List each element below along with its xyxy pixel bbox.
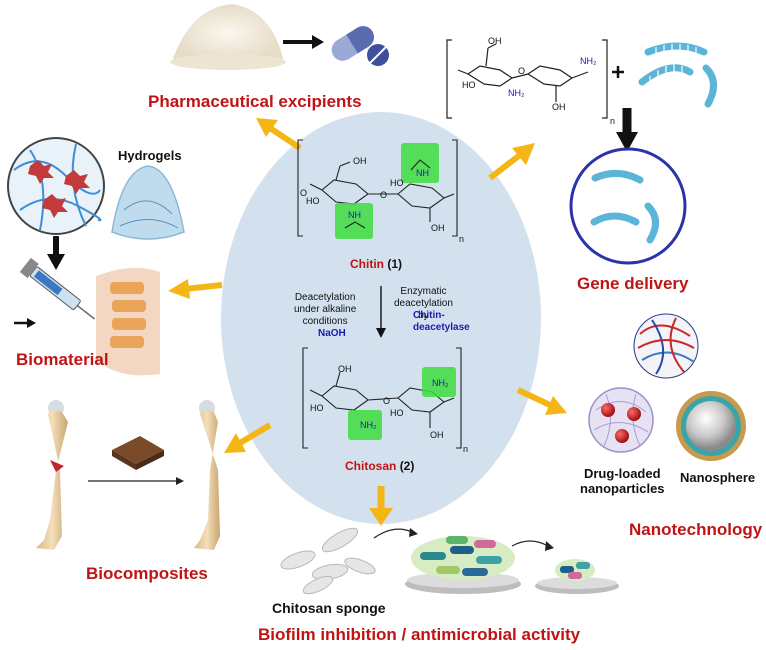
chitosan-nh2-1: NH₂: [360, 420, 377, 430]
chitosan-ho: HO: [310, 403, 324, 413]
chitin-name: Chitin: [350, 257, 384, 271]
label-chitosan-sponge: Chitosan sponge: [272, 600, 386, 616]
black-arrow-powder: [283, 35, 324, 49]
label-biocomposites: Biocomposites: [86, 564, 208, 583]
chitosan-sponge: [280, 527, 376, 595]
chitin-ho: HO: [306, 196, 320, 206]
hydrogel-blob: [111, 165, 185, 240]
right-enzyme: Chitin- deacetylase: [413, 310, 470, 333]
curved-arrow-2: [511, 540, 554, 551]
spine-illustration: [96, 267, 160, 376]
label-chitosan: Chitosan (2): [345, 459, 414, 473]
powder-pile: [170, 4, 286, 70]
label-nanosphere: Nanosphere: [680, 470, 756, 485]
chitin-oh-top: OH: [353, 156, 367, 166]
chitin-ho-right: HO: [390, 178, 404, 188]
curved-arrow-1: [373, 528, 418, 539]
gene-complex: [569, 147, 687, 265]
tablet-icon: [367, 44, 389, 66]
yellow-arrows: [168, 118, 567, 526]
chitosan-oh-bottom: OH: [430, 430, 444, 440]
label-nanotechnology: Nanotechnology: [629, 520, 763, 539]
capsule-icon: [331, 26, 375, 61]
arrow-to-biomaterial: [168, 279, 223, 299]
arrow-to-gene: [488, 143, 535, 181]
scaffold-mesh: [112, 436, 164, 470]
chitosan-nh2-highlight-1: [348, 410, 382, 440]
gene-n: n: [610, 116, 616, 126]
right-route-text: Enzymatic deacetylation by: [394, 286, 453, 321]
nanosphere-particle: [676, 391, 746, 461]
chitin-nhac-highlight-2: [401, 143, 439, 183]
label-biomaterial: Biomaterial: [16, 350, 109, 369]
gene-nh2-2: NH₂: [580, 56, 597, 66]
label-hydrogels: Hydrogels: [118, 148, 182, 163]
chitin-nh-2: NH: [416, 168, 429, 178]
chitin-nhac-highlight-1: [335, 203, 373, 239]
chitosan-structure: [302, 347, 462, 449]
nanoparticle-network: [633, 313, 699, 379]
syringe-icon: [19, 257, 96, 320]
gene-ho: HO: [462, 80, 476, 90]
chitosan-nh2-highlight-2: [422, 367, 456, 397]
fractured-bone: [36, 400, 68, 550]
label-drug-loaded: Drug-loaded nanoparticles: [580, 466, 665, 496]
plus-sign: [612, 66, 624, 78]
chitosan-number: (2): [399, 459, 415, 473]
dna-strands: [638, 42, 717, 108]
drug-loaded-nanoparticle: [588, 387, 654, 453]
bacteria-plate-1: [405, 536, 521, 594]
acetyl-bonds: [344, 159, 431, 229]
label-chitin: Chitin (1): [350, 257, 402, 271]
chitosan-ho-right: HO: [390, 408, 404, 418]
arrow-biocomposite: [88, 477, 184, 485]
chitin-number: (1): [387, 257, 403, 271]
healed-bone: [194, 400, 220, 550]
chitin-oh-bottom: OH: [431, 223, 445, 233]
black-arrow-gene: [616, 108, 638, 152]
dna-rungs: [649, 44, 697, 86]
chitosan-o-link: O: [383, 396, 391, 406]
bacteria-plate-2: [535, 559, 619, 594]
chitin-n: n: [459, 234, 465, 244]
chitosan-name: Chitosan: [345, 459, 397, 473]
left-route-text: Deacetylation under alkaline conditions: [294, 292, 357, 327]
gene-nh2-1: NH₂: [508, 88, 525, 98]
chitosan-nh2-2: NH₂: [432, 378, 449, 388]
gene-oh-top: OH: [488, 36, 502, 46]
black-arrow-hydrogel: [47, 236, 65, 270]
gene-oh-bottom: OH: [552, 102, 566, 112]
chitin-nh-1: NH: [348, 210, 361, 220]
chitin-o-left: O: [300, 188, 308, 198]
gene-o-link: O: [518, 66, 526, 76]
left-reagent: NaOH: [318, 328, 346, 339]
arrow-to-nanotech: [516, 387, 567, 415]
hydrogel-network: [7, 137, 105, 235]
arrow-to-pharma: [256, 118, 302, 151]
chitin-structure: [297, 139, 458, 237]
arrow-to-biocomposites: [224, 422, 272, 453]
label-biofilm: Biofilm inhibition / antimicrobial activ…: [258, 625, 581, 644]
label-pharmaceutical-excipients: Pharmaceutical excipients: [148, 92, 362, 111]
arrow-to-biofilm: [369, 486, 393, 526]
chitosan-oh-top: OH: [338, 364, 352, 374]
black-arrow-injection: [14, 318, 36, 328]
chitosan-polymer-structure: [446, 39, 608, 119]
chitin-o-link: O: [380, 190, 388, 200]
label-gene-delivery: Gene delivery: [577, 274, 689, 293]
reaction-arrow: [376, 286, 386, 338]
chitosan-n: n: [463, 444, 469, 454]
